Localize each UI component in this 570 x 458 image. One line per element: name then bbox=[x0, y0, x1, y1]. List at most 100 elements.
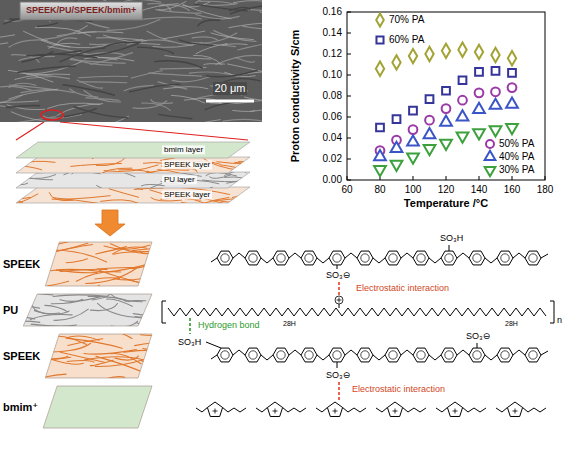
fiber bbox=[55, 250, 107, 262]
fiber bbox=[155, 61, 203, 68]
bond bbox=[477, 343, 478, 348]
fiber bbox=[214, 31, 256, 42]
fiber bbox=[7, 105, 39, 107]
fiber bbox=[0, 86, 34, 90]
fiber bbox=[141, 360, 162, 367]
sheet-outline bbox=[43, 386, 152, 428]
data-marker bbox=[442, 44, 450, 58]
tick-label: 0.14 bbox=[323, 27, 342, 39]
drawing-part bbox=[0, 1, 282, 131]
aromatic-circle bbox=[249, 254, 257, 262]
tick-label: 160 bbox=[504, 184, 521, 196]
bond bbox=[337, 265, 338, 269]
bond bbox=[403, 408, 426, 413]
fiber bbox=[52, 196, 110, 200]
legend-symbol bbox=[486, 140, 494, 148]
bond bbox=[317, 355, 329, 360]
bond bbox=[339, 298, 340, 303]
fiber bbox=[13, 374, 66, 385]
data-marker bbox=[440, 140, 452, 150]
speek-sheet: SPEEK bbox=[0, 330, 155, 382]
fiber bbox=[163, 87, 208, 89]
fiber bbox=[132, 248, 175, 250]
layer-label: SPEEK layer bbox=[162, 160, 212, 169]
bmim-sheet: bmim⁺ bbox=[0, 382, 155, 432]
fiber bbox=[23, 166, 42, 170]
benzene-ring bbox=[497, 348, 513, 362]
fiber bbox=[17, 177, 53, 180]
aromatic-circle bbox=[333, 254, 341, 262]
tick-label: 0.06 bbox=[323, 111, 342, 123]
data-marker bbox=[425, 116, 434, 125]
fiber bbox=[200, 1, 235, 4]
fiber bbox=[227, 169, 273, 183]
drawing-part bbox=[46, 239, 177, 291]
tick bbox=[545, 176, 546, 180]
interaction-dashes bbox=[338, 382, 340, 400]
fiber bbox=[90, 377, 125, 385]
bond bbox=[211, 258, 217, 262]
group-label: SO₃⊖ bbox=[466, 331, 490, 341]
tick bbox=[347, 180, 351, 181]
legend-symbol bbox=[485, 167, 496, 176]
fiber bbox=[90, 360, 113, 365]
bond bbox=[345, 253, 357, 258]
tick-label: 60 bbox=[341, 184, 352, 196]
label-strip bbox=[20, 2, 142, 20]
fiber bbox=[107, 20, 160, 31]
aromatic-circle bbox=[445, 254, 453, 262]
tick-label: 180 bbox=[537, 184, 554, 196]
data-marker bbox=[442, 104, 451, 113]
data-marker bbox=[490, 126, 502, 136]
data-marker bbox=[409, 49, 417, 63]
fiber bbox=[24, 31, 70, 47]
imidazolium-ring bbox=[267, 402, 282, 416]
fiber bbox=[101, 200, 138, 203]
fiber bbox=[214, 198, 272, 201]
data-marker bbox=[391, 142, 403, 152]
interaction-dashes bbox=[189, 318, 191, 334]
tick-label: 0.10 bbox=[323, 69, 342, 81]
zoom-ellipse bbox=[41, 110, 63, 120]
fiber bbox=[0, 197, 30, 203]
drawing-part bbox=[0, 326, 190, 385]
fiber bbox=[15, 74, 70, 79]
layer-name: SPEEK bbox=[3, 350, 40, 363]
legend-symbol bbox=[376, 36, 383, 43]
aromatic-circle bbox=[473, 254, 481, 262]
image-label: SPEEK/PU/SPEEK/bmim+ bbox=[26, 5, 136, 15]
bond bbox=[211, 355, 217, 359]
tick bbox=[347, 138, 351, 139]
data-marker bbox=[440, 115, 452, 125]
fiber bbox=[0, 102, 5, 106]
data-marker bbox=[393, 115, 401, 123]
fiber bbox=[223, 44, 247, 45]
fiber bbox=[227, 64, 267, 73]
data-marker bbox=[508, 51, 516, 65]
fiber bbox=[233, 1, 276, 5]
bond bbox=[316, 408, 327, 413]
benzene-ring bbox=[385, 251, 401, 265]
fiber bbox=[79, 76, 128, 78]
tick bbox=[347, 96, 351, 97]
data-marker bbox=[442, 87, 450, 95]
bond bbox=[513, 253, 525, 258]
fiber bbox=[210, 175, 231, 179]
fiber bbox=[88, 296, 129, 301]
data-marker bbox=[457, 133, 469, 143]
fiber bbox=[182, 202, 200, 206]
fiber bbox=[211, 33, 253, 40]
bond bbox=[449, 245, 450, 251]
benzene-ring bbox=[245, 348, 261, 362]
layer-band bbox=[16, 142, 250, 158]
fiber bbox=[204, 64, 225, 65]
bond bbox=[429, 355, 441, 360]
fiber bbox=[49, 43, 80, 48]
fiber bbox=[130, 84, 180, 92]
layer-label: bmim layer bbox=[162, 145, 205, 154]
data-marker bbox=[492, 67, 500, 75]
fiber bbox=[46, 239, 78, 247]
fiber bbox=[32, 306, 59, 314]
fiber bbox=[80, 285, 100, 291]
fiber bbox=[5, 194, 38, 205]
